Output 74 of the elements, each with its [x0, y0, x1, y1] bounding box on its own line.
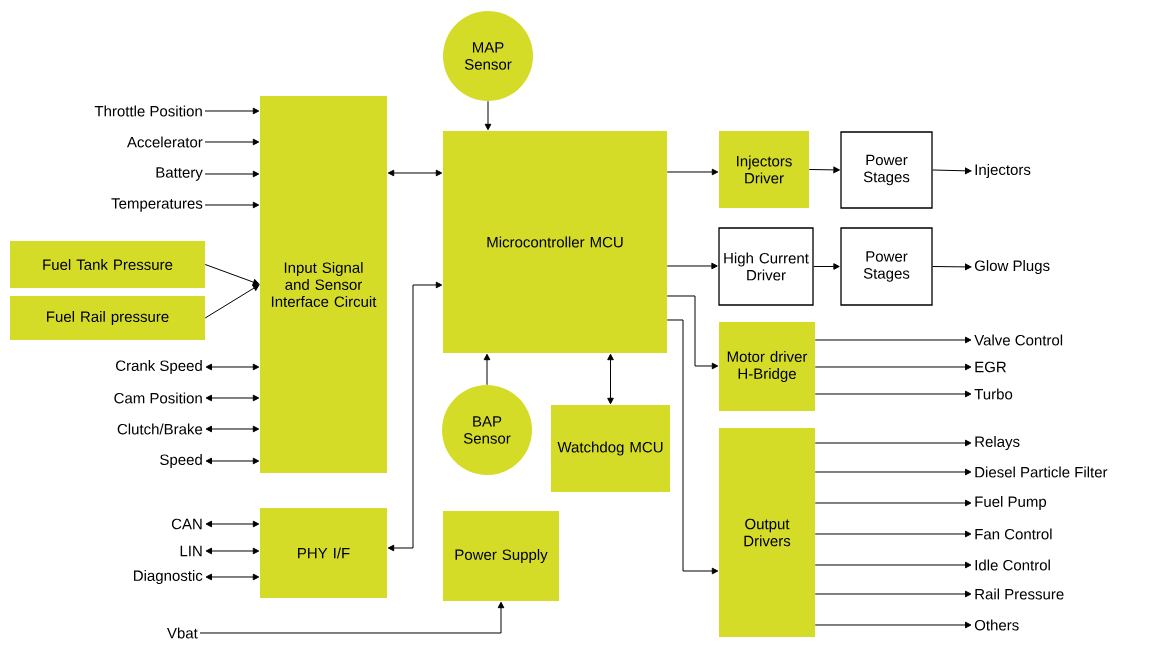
arrow — [204, 201, 260, 209]
signal-label: LIN — [180, 545, 202, 557]
arrow — [205, 394, 260, 402]
arrow — [205, 520, 260, 528]
arrow — [204, 284, 260, 319]
block-box: Microcontroller MCU — [443, 131, 667, 353]
signal-label: CAN — [171, 518, 202, 530]
arrow — [814, 590, 972, 598]
signal-label: Others — [974, 619, 1019, 631]
arrow — [808, 166, 840, 174]
arrow — [666, 262, 718, 270]
arrow — [813, 263, 840, 270]
arrow — [932, 167, 972, 175]
arrow — [814, 363, 972, 371]
block-box: Fuel Rail pressure — [10, 296, 205, 340]
arrow — [205, 547, 260, 555]
signal-label: Throttle Position — [94, 105, 202, 117]
signal-label: Diagnostic — [134, 570, 203, 584]
stage-box: Power Stages — [840, 131, 933, 209]
arrow — [814, 499, 972, 507]
stage-box: High Current Driver — [718, 227, 814, 306]
block-box: Input Signal and Sensor Interface Circuit — [260, 96, 387, 473]
signal-label: Glow Plugs — [974, 260, 1050, 274]
arrow — [814, 621, 972, 629]
arrow — [204, 264, 260, 286]
signal-label: Injectors — [975, 164, 1031, 178]
arrow — [666, 319, 719, 575]
signal-label: Fuel Pump — [975, 496, 1047, 510]
arrow — [607, 353, 614, 405]
arrow — [666, 295, 719, 370]
block-box: Power Supply — [443, 511, 559, 601]
arrow — [483, 353, 491, 386]
signal-label: Clutch/Brake — [117, 423, 203, 435]
block-box: Output Drivers — [719, 428, 815, 637]
arrow — [932, 263, 972, 271]
arrow — [484, 100, 492, 131]
signal-label: Temperatures — [111, 198, 203, 212]
block-box: Injectors Driver — [719, 131, 809, 208]
signal-label: Valve Control — [974, 334, 1063, 346]
signal-label: Vbat — [167, 627, 198, 639]
arrow — [814, 336, 972, 344]
arrow — [814, 439, 972, 447]
signal-label: Accelerator — [127, 136, 203, 148]
arrow — [814, 390, 972, 398]
signal-label: Battery — [156, 167, 203, 181]
arrow — [387, 281, 443, 552]
signal-label: Idle Control — [975, 559, 1050, 571]
arrow — [814, 561, 972, 569]
signal-label: Cam Position — [114, 392, 202, 404]
signal-label: Crank Speed — [116, 360, 202, 374]
block-box: Fuel Tank Pressure — [10, 241, 205, 288]
arrow — [814, 530, 972, 538]
block-box: Motor driver H-Bridge — [719, 322, 815, 411]
arrow — [204, 170, 260, 178]
signal-label: Turbo — [974, 388, 1013, 400]
arrow — [387, 169, 443, 177]
arrow — [204, 107, 260, 115]
signal-label: EGR — [975, 361, 1006, 373]
block-box: Watchdog MCU — [551, 405, 670, 492]
signal-label: Rail Pressure — [975, 588, 1064, 600]
arrow — [205, 425, 260, 433]
arrow — [199, 601, 505, 634]
arrow — [205, 457, 260, 465]
arrow — [204, 138, 260, 146]
block-box: PHY I/F — [260, 508, 387, 598]
arrow — [666, 168, 719, 176]
signal-label: Fan Control — [975, 528, 1052, 540]
arrow — [814, 468, 972, 476]
arrow — [205, 363, 260, 371]
signal-label: Diesel Particle Filter — [975, 466, 1108, 478]
stage-box: Power Stages — [840, 227, 933, 306]
arrow — [205, 573, 260, 581]
signal-label: Speed — [160, 454, 202, 468]
signal-label: Relays — [975, 436, 1020, 450]
